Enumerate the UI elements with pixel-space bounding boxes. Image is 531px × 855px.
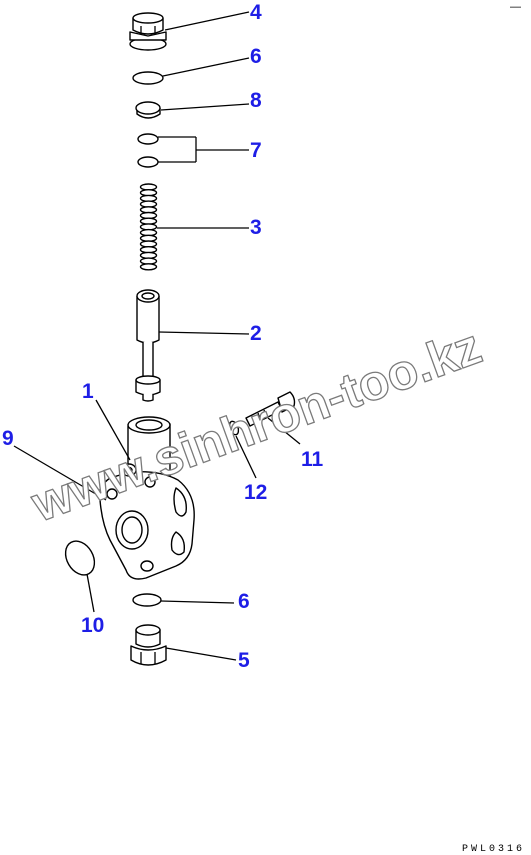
spacer-part [135, 101, 161, 119]
callout-6-bottom: 6 [238, 590, 250, 613]
leader-2 [158, 331, 250, 335]
o-ring-bottom-part [132, 593, 162, 607]
callout-3: 3 [250, 216, 262, 239]
callout-9: 9 [2, 427, 14, 450]
plug-top-part [129, 12, 167, 51]
callout-6-top: 6 [250, 45, 262, 68]
o-ring-large-part [64, 540, 96, 576]
callout-8: 8 [250, 89, 262, 112]
leader-6-top [162, 57, 250, 77]
shim-upper-part [137, 133, 159, 145]
washer-part [228, 420, 240, 436]
leader-12 [235, 435, 257, 479]
callout-2: 2 [250, 322, 262, 345]
leader-7 [158, 136, 249, 163]
spring-part [139, 183, 158, 272]
corner-mark: — [510, 1, 521, 13]
spring-coil [139, 263, 158, 271]
leader-6-bottom [160, 600, 235, 604]
o-ring-top-part [132, 71, 164, 85]
drawing-code: PWL0316 [462, 844, 525, 855]
leader-4 [164, 11, 250, 31]
bolt-part [245, 391, 296, 427]
callout-1: 1 [82, 380, 94, 403]
callout-12: 12 [244, 481, 267, 504]
callout-4: 4 [250, 1, 262, 24]
callout-7: 7 [250, 139, 262, 162]
plug-bottom-part [130, 624, 167, 666]
leader-9 [13, 445, 107, 501]
leader-1 [95, 399, 131, 461]
shim-lower-part [137, 156, 159, 168]
leader-11 [267, 417, 301, 445]
callout-5: 5 [238, 649, 250, 672]
callout-11: 11 [301, 448, 324, 471]
callout-10: 10 [81, 614, 104, 637]
valve-body-part [98, 416, 195, 580]
leader-8 [160, 103, 250, 111]
leader-5 [165, 647, 237, 661]
spool-part [135, 289, 161, 402]
leader-10 [86, 573, 95, 613]
